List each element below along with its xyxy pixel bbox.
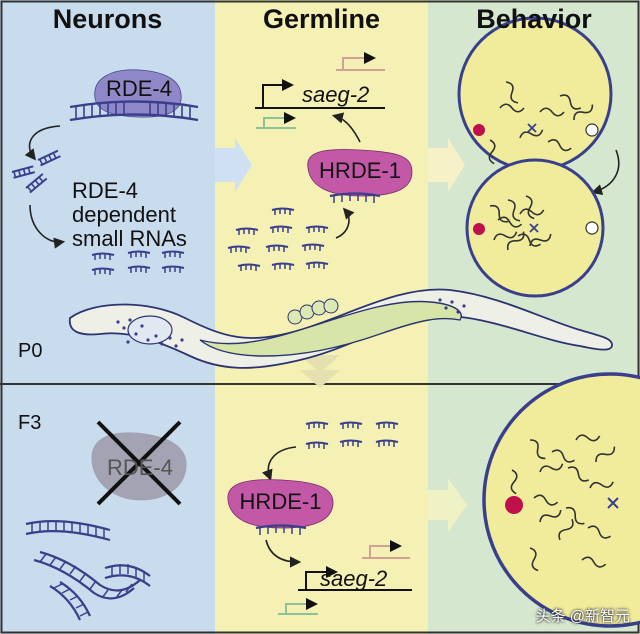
gene-label: saeg-2 <box>320 566 388 591</box>
attractant-dot <box>473 223 485 235</box>
generation-f3: F3 <box>18 412 42 434</box>
cross-out-icon <box>527 123 537 133</box>
hrde1-protein <box>307 149 413 197</box>
rde4-label: RDE-4 <box>105 76 172 101</box>
cross-out-icon <box>96 420 182 506</box>
attractant-dot <box>505 496 523 514</box>
neurons-label-line1: RDE-4 <box>72 178 139 203</box>
curved-arrow-icon <box>331 112 361 143</box>
attractant-dot <box>473 124 485 136</box>
behavior-plate-1 <box>457 16 613 172</box>
behavior-plate-2 <box>465 158 605 298</box>
curved-arrow-icon <box>265 539 302 568</box>
gene-promoter-arrow-icon <box>278 540 412 615</box>
bound-sirna <box>329 192 381 203</box>
neurons-label-line3: small RNAs <box>72 226 187 251</box>
curved-arrow-icon <box>24 125 61 161</box>
gene-label: saeg-2 <box>302 82 370 107</box>
dsrna-ribbon <box>33 550 141 600</box>
curved-arrow-icon <box>335 207 355 239</box>
cross-out-icon <box>529 223 539 233</box>
c-elegans-worm <box>68 288 613 369</box>
behavior-plate-f3 <box>482 372 640 628</box>
gene-promoter-arrow-icon <box>255 52 385 129</box>
dsrna-ribbon <box>49 581 92 621</box>
hrde1-protein <box>227 479 334 529</box>
behavior-header: Behavior <box>476 4 592 34</box>
dsrna-ribbon <box>69 100 199 122</box>
germline-header: Germline <box>262 4 381 34</box>
flow-chevron-icon <box>215 138 252 192</box>
bound-sirna <box>255 524 307 535</box>
hrde1-label: HRDE-1 <box>319 158 401 183</box>
generation-p0: P0 <box>18 340 43 362</box>
watermark: 头条 @新智元 <box>535 608 630 625</box>
curved-arrow-icon <box>261 446 297 481</box>
rde4-label-absent: RDE-4 <box>106 455 173 480</box>
curved-arrow-icon <box>590 149 620 196</box>
neurons-header: Neurons <box>52 4 163 34</box>
cross-out-icon <box>607 497 619 509</box>
curved-arrow-icon <box>29 204 66 249</box>
hrde1-label: HRDE-1 <box>239 489 322 514</box>
neurons-label-line2: dependent <box>72 202 176 227</box>
rde4-protein-absent <box>91 432 187 501</box>
dsrna-ribbon <box>25 520 111 542</box>
flow-chevron-icon <box>428 478 467 532</box>
flow-chevron-icon <box>428 138 465 192</box>
dsrna-ribbon <box>104 564 151 587</box>
